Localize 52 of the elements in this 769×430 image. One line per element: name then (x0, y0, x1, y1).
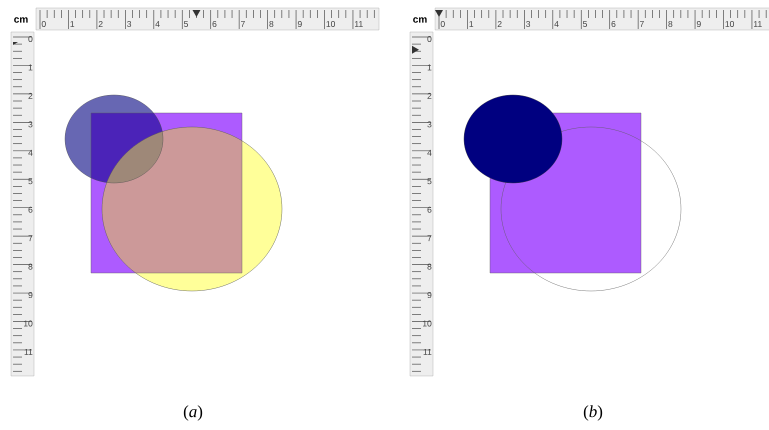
ruler-number: 10 (423, 320, 432, 326)
ruler-number: 7 (28, 235, 32, 242)
ruler-number: 6 (612, 21, 616, 27)
ruler-number: 9 (427, 292, 432, 298)
ruler-number: 8 (28, 264, 32, 270)
ruler-number: 7 (241, 21, 245, 27)
ruler-number: 8 (668, 21, 672, 27)
ruler-number: 3 (526, 21, 530, 27)
ruler-number: 0 (42, 21, 46, 27)
ruler-number: 8 (269, 21, 274, 27)
ruler-number: 2 (98, 21, 103, 27)
ruler-number: 0 (427, 36, 432, 42)
ruler-number: 0 (440, 21, 445, 27)
ruler-number: 11 (355, 21, 363, 27)
ruler-number: 2 (498, 21, 502, 27)
ruler-number: 4 (427, 150, 432, 156)
ruler-number: 3 (427, 121, 432, 128)
ruler-number: 11 (754, 21, 762, 27)
ruler-number: 11 (424, 349, 432, 355)
ruler-number: 6 (212, 21, 216, 27)
ruler-number: 7 (640, 21, 644, 27)
ruler-number: 5 (583, 21, 588, 27)
ruler-number: 11 (24, 349, 32, 355)
ruler-number: 2 (428, 92, 432, 99)
ruler-number: 6 (28, 206, 32, 213)
ruler-number: 5 (28, 178, 32, 184)
ruler-number: 5 (184, 21, 188, 27)
ruler-number: 2 (28, 92, 32, 99)
ruler-number: 6 (428, 206, 432, 213)
ruler-number: 10 (726, 21, 734, 27)
ruler-number: 1 (70, 21, 74, 27)
ruler-number: 4 (28, 150, 33, 156)
ruler-number: 3 (127, 21, 132, 27)
ruler-number: 3 (28, 121, 32, 128)
ruler-number: 1 (470, 21, 474, 27)
ruler-number: 10 (326, 21, 336, 27)
ruler-number: 9 (696, 21, 701, 27)
ruler-number: 8 (427, 264, 432, 270)
ruler-number: 4 (155, 21, 160, 27)
ruler-number: 7 (428, 235, 432, 242)
ruler-number: 4 (554, 21, 559, 27)
ruler-number: 9 (298, 21, 302, 27)
unit-label: cm (14, 17, 28, 23)
caption: (b) (584, 405, 602, 421)
ruler-number: 9 (28, 292, 32, 298)
ruler-number: 10 (24, 320, 32, 326)
caption: (a) (184, 405, 202, 421)
ruler-number: 0 (28, 36, 32, 42)
ruler-number: 1 (28, 64, 32, 70)
ruler-number: 1 (428, 64, 432, 70)
unit-label: cm (413, 17, 427, 23)
ruler-number: 5 (427, 178, 432, 184)
